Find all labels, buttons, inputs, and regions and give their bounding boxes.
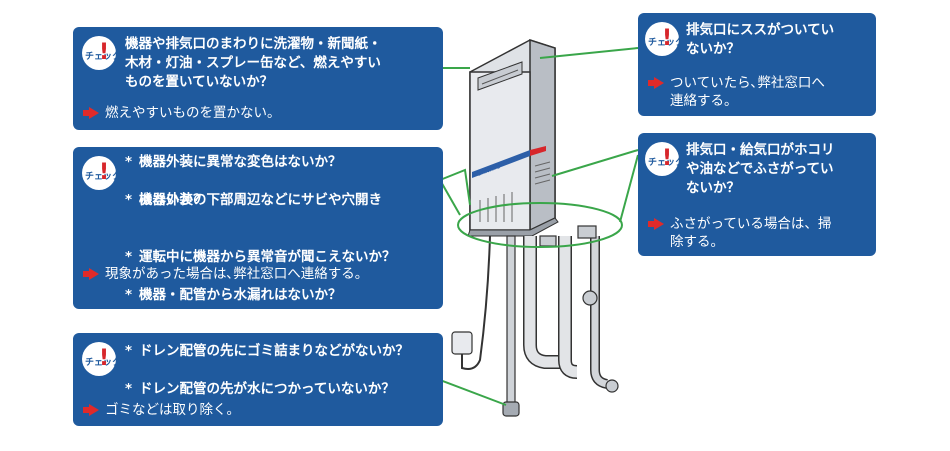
question-line: 運転中に機器から異常音が聞こえないか？	[125, 248, 495, 267]
question-line: ドレン配管の先にゴミ詰まりなどがないか？	[125, 342, 495, 361]
answer-line: 除する。	[670, 234, 724, 250]
question-line: 機器や排気口のまわりに洗濯物・新聞紙・	[125, 36, 382, 52]
answer-line: ついていたら､弊社窓口へ	[670, 75, 825, 91]
question-line: 木材・灯油・スプレー缶など、燃えやすい	[125, 55, 381, 71]
svg-text:チェック: チェック	[648, 37, 680, 48]
check-panel-surroundings: チェック ! 機器や排気口のまわりに洗濯物・新聞紙・ 木材・灯油・スプレー缶など…	[73, 27, 443, 130]
question-line: ものを置いていないか？	[125, 74, 274, 90]
question-line: ドレン配管の先が水につかっていないか？	[125, 380, 495, 399]
answer-line: 現象があった場合は､弊社窓口へ連絡する。	[105, 266, 369, 282]
check-panel-exterior: チェック ! 機器外装に異常な変色はないか？ 機器外装の下部周辺などにサビや穴開…	[73, 147, 443, 309]
question-line: 機器・配管から水漏れはないか？	[125, 286, 495, 305]
check-badge-icon: チェック !	[82, 36, 117, 70]
answer-line: ゴミなどは取り除く。	[105, 402, 240, 418]
question-line: はないか？	[139, 192, 207, 208]
focus-ellipse	[457, 202, 623, 248]
arrow-icon	[83, 107, 99, 119]
answer-line: 連絡する。	[670, 93, 738, 109]
check-badge-icon: チェック !	[82, 342, 117, 376]
answer-line: 燃えやすいものを置かない。	[105, 105, 281, 121]
svg-text:!: !	[99, 40, 109, 65]
arrow-icon	[648, 218, 664, 230]
question-line: 機器外装の下部周辺などにサビや穴開き	[125, 191, 495, 210]
svg-text:チェック: チェック	[85, 357, 117, 368]
check-badge-icon: チェック !	[645, 142, 680, 176]
arrow-icon	[83, 404, 99, 416]
question-line: 排気口・給気口がホコリ	[686, 142, 835, 158]
question-line: や油などでふさがってい	[686, 161, 834, 177]
check-badge-icon: チェック !	[645, 22, 680, 56]
check-panel-soot: チェック ! 排気口にススがついてい ないか？ ついていたら､弊社窓口へ 連絡す…	[638, 13, 876, 116]
arrow-icon	[83, 268, 99, 280]
check-panel-drain: チェック ! ドレン配管の先にゴミ詰まりなどがないか？ ドレン配管の先が水につか…	[73, 333, 443, 426]
pipes	[502, 225, 619, 417]
question-line: 機器外装に異常な変色はないか？	[125, 153, 495, 172]
question-line: ないか？	[686, 41, 740, 57]
svg-text:チェック: チェック	[85, 171, 117, 182]
arrow-icon	[648, 77, 664, 89]
badge-label: チェック	[85, 51, 117, 62]
check-panel-vents: チェック ! 排気口・給気口がホコリ や油などでふさがってい ないか？ ふさがっ…	[638, 133, 876, 256]
svg-text:!: !	[662, 26, 672, 51]
svg-text:!: !	[99, 160, 109, 185]
svg-text:!: !	[662, 146, 672, 171]
question-line: 排気口にススがついてい	[686, 22, 835, 38]
svg-text:!: !	[99, 346, 109, 371]
answer-line: ふさがっている場合は、掃	[670, 216, 832, 232]
question-line: ないか？	[686, 180, 740, 196]
check-badge-icon: チェック !	[82, 156, 117, 190]
svg-text:チェック: チェック	[648, 157, 680, 168]
